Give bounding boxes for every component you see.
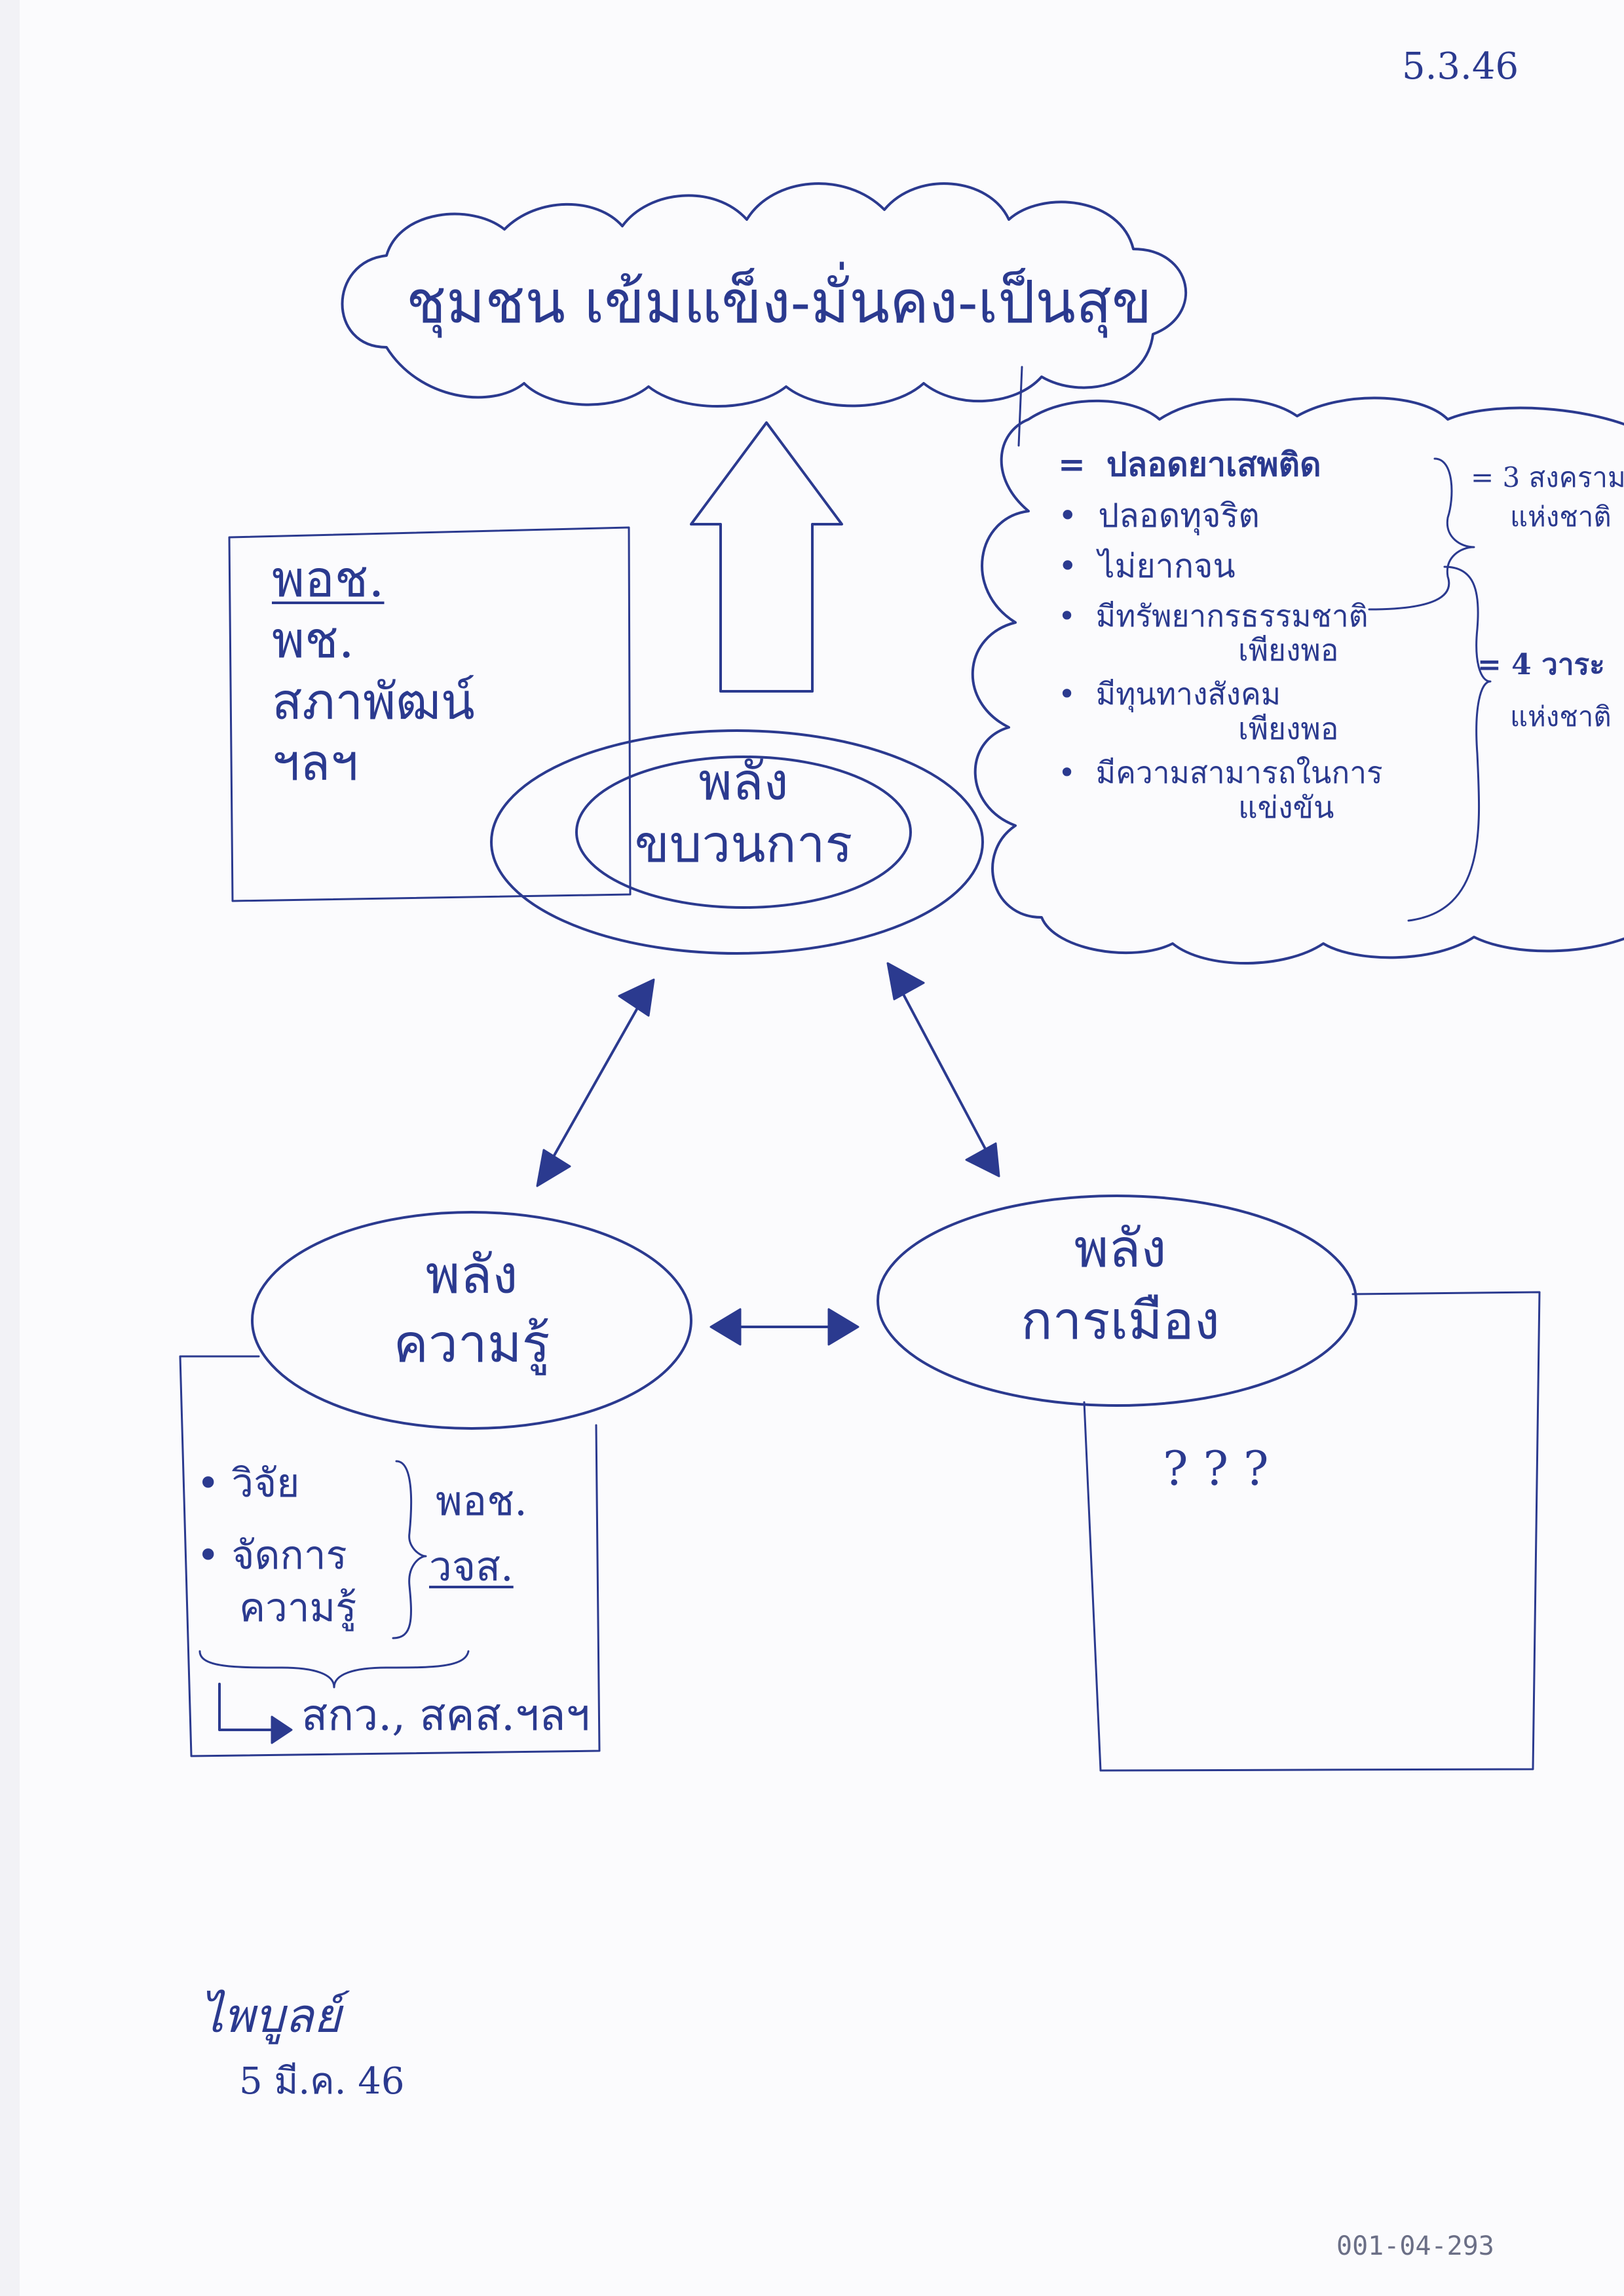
condition-mark: • — [1058, 676, 1076, 712]
movement-ellipse — [575, 756, 912, 909]
condition-text: ปลอดทุจริต — [1098, 496, 1260, 535]
condition-item: • มีความสามารถในการ แข่งขัน — [1058, 756, 1451, 825]
goal-cloud-tail — [1017, 366, 1023, 447]
condition-mark: • — [1058, 755, 1076, 791]
arrow-politics-movement — [886, 962, 1000, 1177]
politics-ellipse — [877, 1195, 1357, 1407]
condition-mark: • — [1058, 496, 1078, 535]
condition-text: ไม่ยากจน — [1098, 547, 1236, 585]
arrow-knowledge-politics — [709, 1308, 859, 1346]
politics-box-shape — [1083, 1291, 1541, 1772]
brace-group1 — [1368, 457, 1475, 611]
condition-text: มีทรัพยากรธรรมชาติ — [1095, 598, 1369, 634]
group1-label: = 3 สงคราม — [1471, 461, 1624, 493]
arrow-knowledge-movement — [536, 978, 655, 1187]
big-up-arrow — [690, 421, 843, 693]
condition-mark: • — [1058, 547, 1078, 585]
knowledge-footer: สกว., สคส.ฯลฯ — [301, 1690, 590, 1740]
group2-label: = 4 วาระ — [1477, 648, 1605, 681]
politics-node-line2: การเมือง — [1021, 1290, 1220, 1351]
left-box-shape — [228, 526, 632, 902]
signature-date: 5 มี.ค. 46 — [239, 2060, 405, 2103]
group2-label-line2: แห่งชาติ — [1510, 700, 1612, 733]
knowledge-node-line2: ความรู้ — [393, 1313, 550, 1374]
document-number: 001-04-293 — [1336, 2231, 1494, 2261]
knowledge-item-management-cont: ความรู้ — [239, 1585, 357, 1631]
date-top: 5.3.46 — [1402, 45, 1519, 88]
condition-text: มีความสามารถในการ — [1095, 755, 1383, 791]
politics-box-question-marks: ? ? ? — [1163, 1441, 1269, 1496]
condition-mark: = — [1058, 445, 1086, 484]
condition-text: ปลอดยาเสพติด — [1106, 445, 1321, 484]
knowledge-org-2: วจส. — [429, 1542, 514, 1590]
movement-node-line2: ขบวนการ — [634, 815, 853, 874]
knowledge-corner-arrow-head — [271, 1715, 293, 1744]
signature-name: ไพบูลย์ — [200, 1988, 341, 2043]
group1-label-line2: แห่งชาติ — [1510, 501, 1612, 533]
condition-item: = ปลอดยาเสพติด — [1058, 446, 1451, 484]
condition-item: • ไม่ยากจน — [1058, 547, 1451, 586]
knowledge-corner-arrow — [218, 1683, 280, 1731]
knowledge-box-shape — [179, 1355, 601, 1757]
condition-item: • มีทรัพยากรธรรมชาติ เพียงพอ — [1058, 598, 1451, 668]
left-box-item: สภาพัฒน์ — [272, 672, 475, 731]
condition-text-cont: แข่งขัน — [1238, 789, 1334, 825]
knowledge-brace-bottom — [198, 1650, 470, 1689]
condition-mark: • — [1058, 598, 1076, 634]
left-box-list: พอช. พช. สภาพัฒน์ ฯลฯ — [272, 550, 475, 792]
left-box-item: พช. — [272, 611, 354, 670]
condition-text: มีทุนทางสังคม — [1095, 676, 1281, 712]
knowledge-item-research: วิจัย — [197, 1461, 299, 1506]
left-box-item: ฯลฯ — [272, 733, 358, 792]
goal-cloud-shape — [341, 182, 1188, 408]
knowledge-org-1: พอช. — [436, 1477, 527, 1525]
knowledge-item-management: จัดการ — [197, 1533, 347, 1578]
knowledge-brace-right — [392, 1460, 427, 1639]
politics-node-line1: พลัง — [1074, 1218, 1167, 1279]
left-box-item: พอช. — [272, 550, 385, 608]
condition-text-cont: เพียงพอ — [1238, 711, 1339, 747]
movement-node-line1: พลัง — [698, 753, 789, 812]
goal-cloud-text: ชุมชน เข้มแข็ง-มั่นคง-เป็นสุข — [406, 268, 1152, 337]
knowledge-node-line1: พลัง — [425, 1244, 518, 1305]
condition-text-cont: เพียงพอ — [1238, 632, 1339, 668]
brace-group2 — [1407, 565, 1492, 922]
condition-item: • มีทุนทางสังคม เพียงพอ — [1058, 677, 1451, 746]
knowledge-ellipse — [251, 1211, 692, 1430]
movement-ring — [490, 729, 984, 955]
diagram-drawing — [179, 182, 1624, 1772]
condition-list: = ปลอดยาเสพติด • ปลอดทุจริต • ไม่ยากจน •… — [1058, 446, 1451, 825]
condition-item: • ปลอดทุจริต — [1058, 497, 1451, 535]
condition-cloud-shape — [971, 396, 1624, 965]
